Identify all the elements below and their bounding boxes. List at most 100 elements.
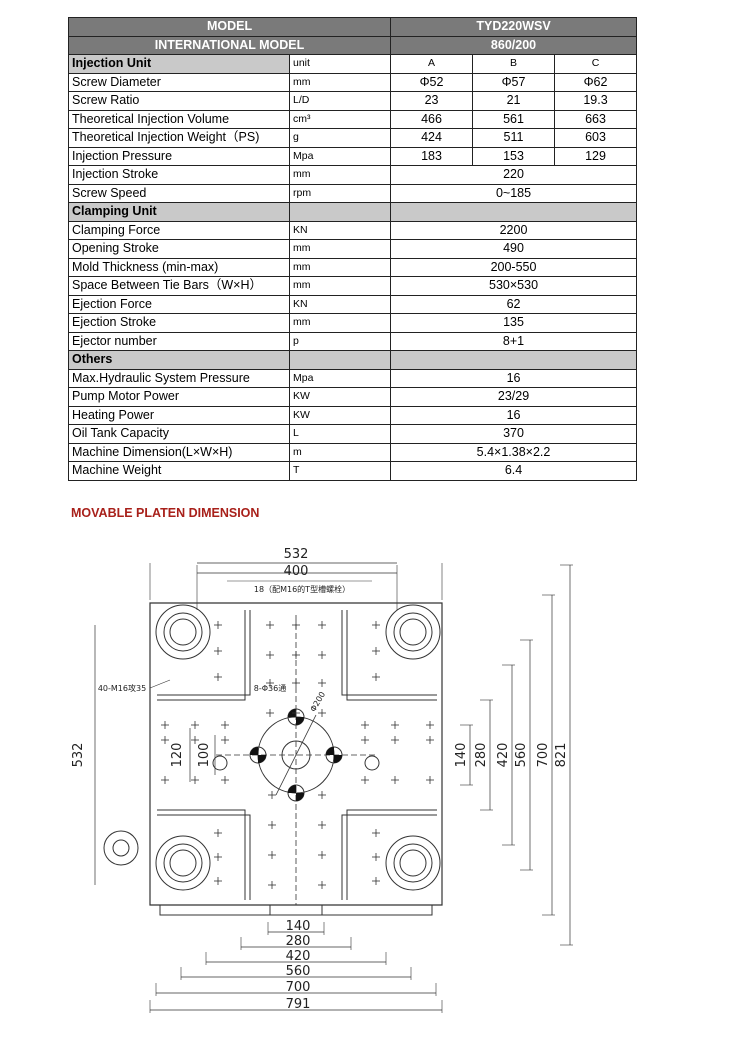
model-label: MODEL <box>67 17 392 37</box>
column-c: C <box>554 54 638 74</box>
spec-unit: T <box>288 461 392 481</box>
t-slot-outline <box>346 809 437 900</box>
tie-bar-hole <box>163 612 203 652</box>
tie-bar-bore <box>399 618 427 646</box>
section-blank <box>390 202 638 222</box>
leader-line <box>149 679 171 689</box>
spec-name: Clamping Force <box>68 220 290 240</box>
t-slot-outline <box>157 814 251 900</box>
spec-value: 2200 <box>390 220 638 240</box>
spec-unit: mm <box>288 72 392 92</box>
circle-dim: Φ200 <box>309 690 328 713</box>
t-slot-outline <box>157 610 251 696</box>
t-slot-outline <box>157 610 246 701</box>
hole-note: 40-M16攻35 <box>98 683 146 693</box>
dim-left-532: 532 <box>71 743 86 768</box>
slot-note: 18（配M16的T型槽螺栓） <box>254 584 350 594</box>
spec-unit: mm <box>288 313 392 333</box>
diameter-line <box>275 714 317 796</box>
spec-name: Screw Ratio <box>68 91 290 111</box>
spec-name: Ejection Stroke <box>68 313 290 333</box>
spec-name: Theoretical Injection Weight（PS) <box>68 128 290 148</box>
dim-top-400: 400 <box>284 564 309 579</box>
tie-bar-hole <box>393 843 433 883</box>
spec-unit: L <box>288 424 392 444</box>
tie-bar-bore <box>399 849 427 877</box>
spec-value-b: 561 <box>472 109 556 129</box>
spec-name: Ejection Force <box>68 294 290 314</box>
dim-bottom-700: 700 <box>286 980 311 995</box>
spec-value-a: 424 <box>390 128 474 148</box>
platen-drawing: 532 400 18（配M16的T型槽螺栓） 40-M16攻35 8-Φ36通 Φ200 5… <box>71 547 573 1013</box>
dim-left-100: 100 <box>197 743 212 768</box>
spec-value-a: 183 <box>390 146 474 166</box>
spec-value-b: 511 <box>472 128 556 148</box>
column-a: A <box>390 54 474 74</box>
spec-unit: mm <box>288 257 392 277</box>
spec-name: Screw Diameter <box>68 72 290 92</box>
spec-value: 370 <box>390 424 638 444</box>
model-value: TYD220WSV <box>390 17 638 37</box>
spec-name: Machine Weight <box>68 461 290 481</box>
platen-base <box>159 905 433 916</box>
base-notch <box>269 904 323 916</box>
tie-bar-hole <box>393 612 433 652</box>
spec-value: 23/29 <box>390 387 638 407</box>
section-injection-unit: Injection Unit <box>68 54 290 74</box>
tie-bar-boss <box>385 604 441 660</box>
spec-name: Mold Thickness (min-max) <box>68 257 290 277</box>
spec-unit: KW <box>288 405 392 425</box>
ejector-quadrant <box>288 785 296 793</box>
spec-value-c: 663 <box>554 109 638 129</box>
t-slot-outline <box>341 814 437 900</box>
side-lug-hole <box>112 839 130 857</box>
spec-name: Pump Motor Power <box>68 387 290 407</box>
spec-unit: p <box>288 331 392 351</box>
tie-bar-boss <box>385 835 441 891</box>
t-slot-outline <box>157 809 246 900</box>
spec-value-c: 19.3 <box>554 91 638 111</box>
spec-value-c: 603 <box>554 128 638 148</box>
spec-value: 200-550 <box>390 257 638 277</box>
tie-bar-boss <box>155 835 211 891</box>
section-blank <box>288 202 392 222</box>
dim-bottom-140: 140 <box>286 919 311 934</box>
spec-unit: cm³ <box>288 109 392 129</box>
spec-value: 490 <box>390 239 638 259</box>
dim-right-420: 420 <box>496 743 511 768</box>
section-row: Others <box>68 350 638 370</box>
spec-unit: L/D <box>288 91 392 111</box>
spec-value: 8+1 <box>390 331 638 351</box>
spec-value: 530×530 <box>390 276 638 296</box>
spec-unit: mm <box>288 239 392 259</box>
eject-note: 8-Φ36通 <box>254 683 286 693</box>
dim-bottom-791: 791 <box>286 997 311 1012</box>
spec-unit: g <box>288 128 392 148</box>
t-slot-outline <box>341 610 437 696</box>
dim-top-532: 532 <box>284 547 309 562</box>
ejector-quadrant <box>326 747 334 755</box>
spec-value: 16 <box>390 368 638 388</box>
spec-value-b: Φ57 <box>472 72 556 92</box>
spec-name: Injection Stroke <box>68 165 290 185</box>
dim-right-140: 140 <box>454 743 469 768</box>
spec-name: Space Between Tie Bars（W×H） <box>68 276 290 296</box>
platen-outline <box>149 602 443 906</box>
dim-bottom-420: 420 <box>286 949 311 964</box>
spec-value: 6.4 <box>390 461 638 481</box>
spec-value-c: 129 <box>554 146 638 166</box>
spec-value: 220 <box>390 165 638 185</box>
spec-value: 62 <box>390 294 638 314</box>
